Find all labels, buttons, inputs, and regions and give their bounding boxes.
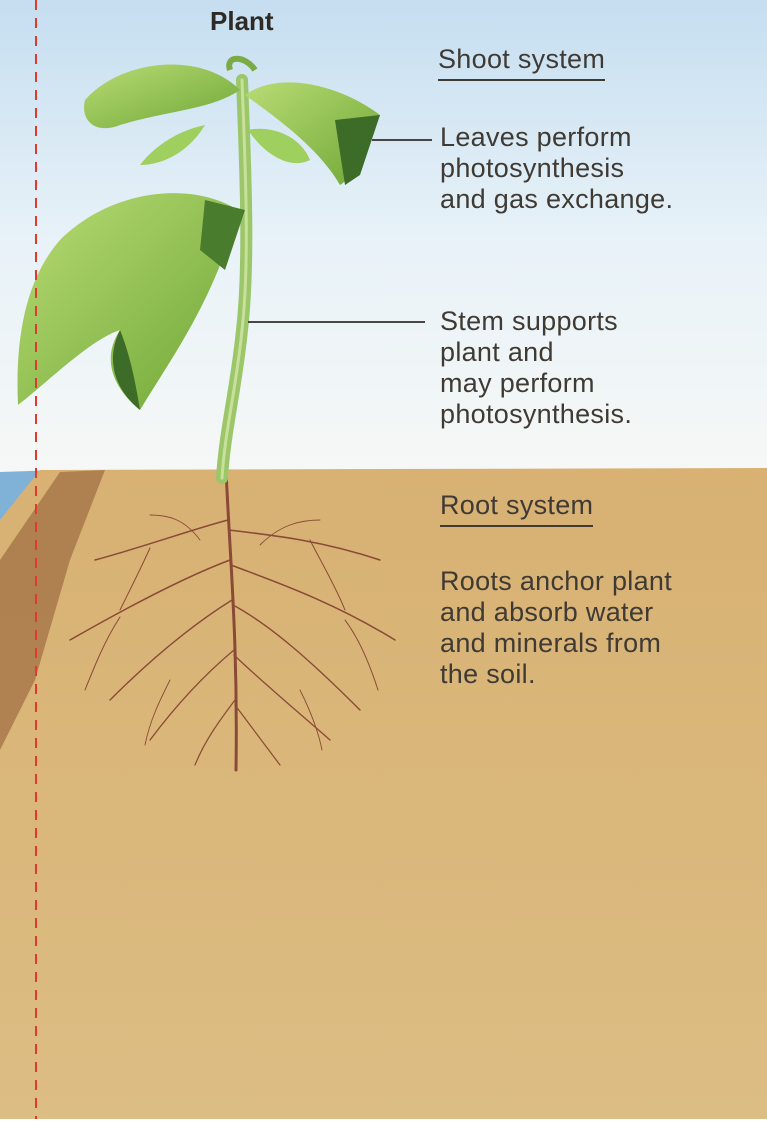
leaves-label-line: and gas exchange. <box>440 184 673 215</box>
stem-label: Stem supports plant and may perform phot… <box>440 306 632 430</box>
roots-label-line: and minerals from <box>440 628 672 659</box>
leaves-label-line: Leaves perform <box>440 122 673 153</box>
diagram-title: Plant <box>210 6 274 37</box>
root-system-heading: Root system <box>440 490 593 527</box>
roots-label-line: the soil. <box>440 659 672 690</box>
roots-label: Roots anchor plant and absorb water and … <box>440 566 672 690</box>
stem-label-line: photosynthesis. <box>440 399 632 430</box>
roots-label-line: Roots anchor plant <box>440 566 672 597</box>
leaves-label: Leaves perform photosynthesis and gas ex… <box>440 122 673 215</box>
stem-label-line: Stem supports <box>440 306 632 337</box>
stem-label-line: may perform <box>440 368 632 399</box>
stem-label-line: plant and <box>440 337 632 368</box>
shoot-system-heading: Shoot system <box>438 44 605 81</box>
leaves-label-line: photosynthesis <box>440 153 673 184</box>
roots-label-line: and absorb water <box>440 597 672 628</box>
